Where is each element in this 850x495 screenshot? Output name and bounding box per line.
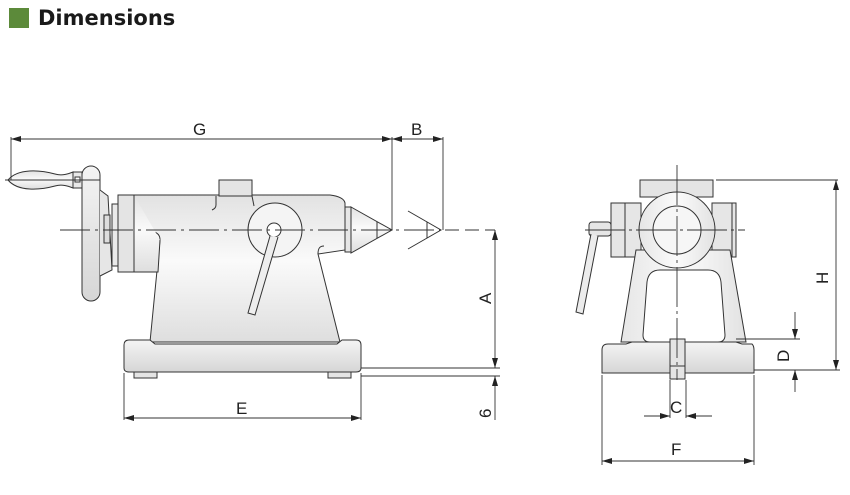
dim-label-H: H	[813, 272, 832, 284]
front-view	[575, 179, 755, 380]
side-view	[7, 165, 394, 379]
cone-reference	[407, 210, 443, 250]
dim-label-D: D	[774, 350, 793, 362]
centerline	[5, 179, 495, 231]
side-dimensions	[10, 136, 500, 421]
dim-label-A: A	[476, 292, 495, 304]
handwheel	[81, 165, 101, 302]
green-square-icon	[9, 8, 29, 28]
side-dimension-labels: G B E A 6	[193, 120, 495, 418]
front-centerlines	[585, 165, 745, 380]
front-dimensions	[601, 179, 840, 465]
section-title: Dimensions	[38, 6, 176, 30]
dim-label-E: E	[236, 399, 247, 418]
dim-label-G: G	[193, 120, 206, 139]
dim-label-6: 6	[476, 409, 495, 418]
dim-label-C: C	[670, 398, 682, 417]
section-header: Dimensions	[9, 6, 175, 30]
dim-label-B: B	[411, 120, 422, 139]
front-dimension-labels: H D C F	[670, 272, 832, 459]
dim-label-F: F	[671, 440, 681, 459]
